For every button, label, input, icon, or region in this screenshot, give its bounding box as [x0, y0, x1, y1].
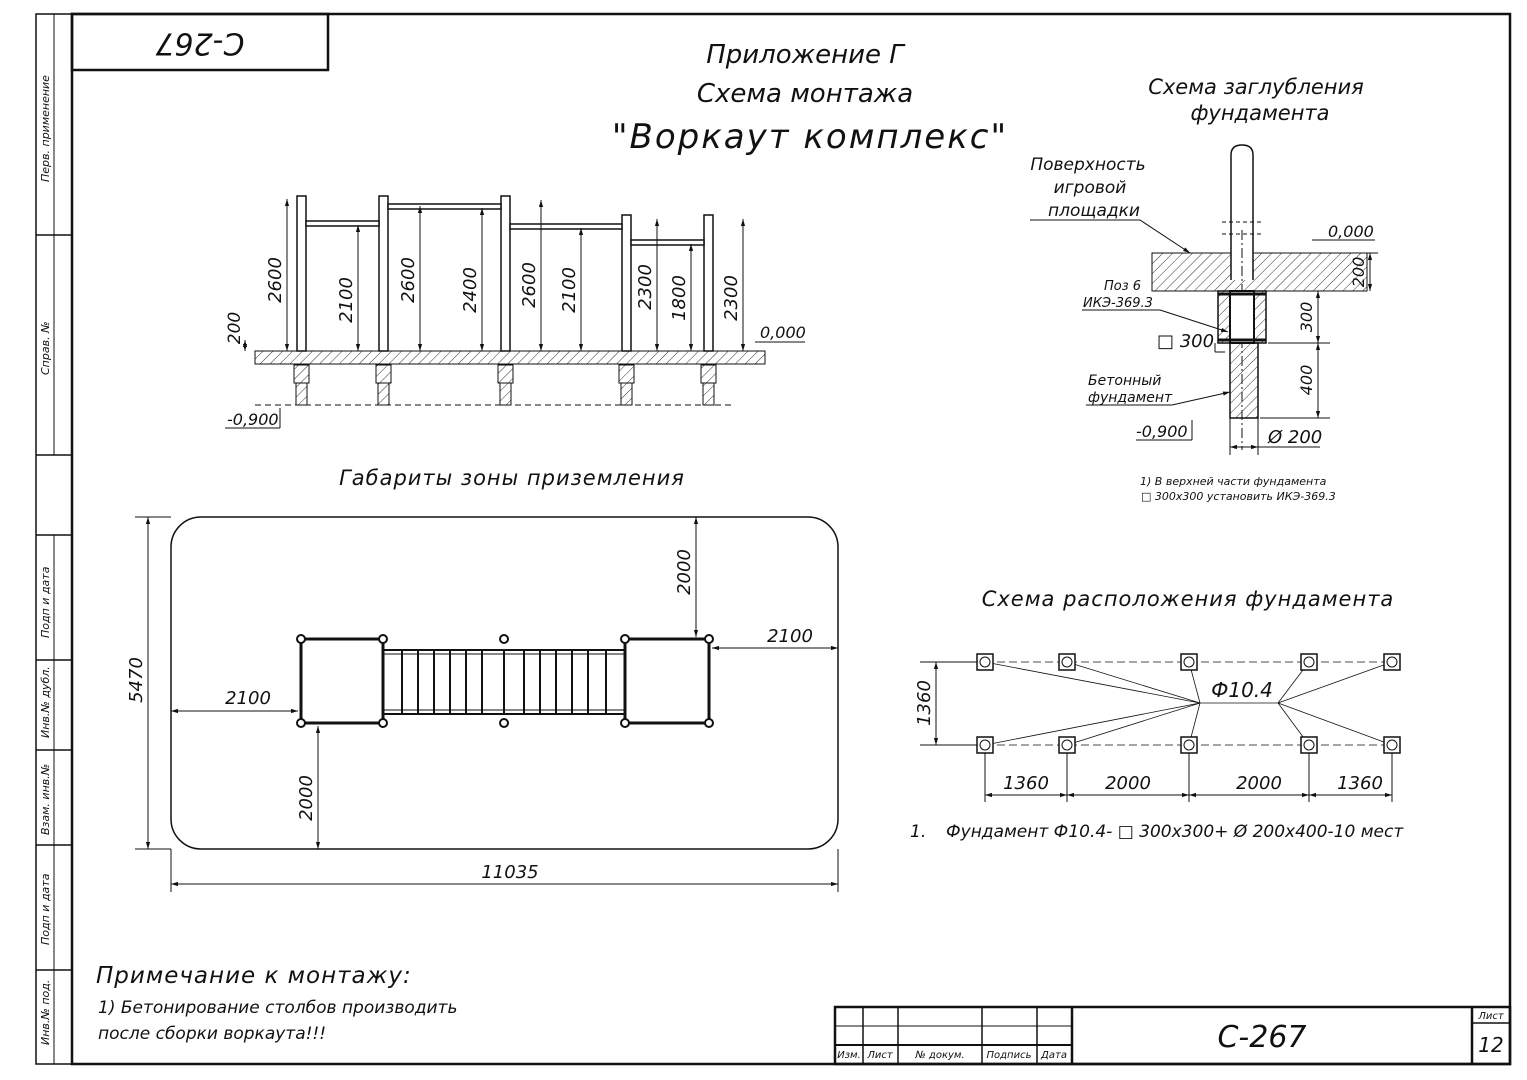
foundation-layout: Схема расположения фундамента Ф10.4 [910, 587, 1404, 842]
note-number: 1. [910, 822, 926, 842]
stamp-label: Подп и дата [39, 873, 52, 945]
height-dim: 2100 [559, 267, 580, 313]
dim-400: 400 [1297, 365, 1316, 396]
depth-level: -0,900 [227, 410, 279, 429]
depth-title-2: фундамента [1190, 101, 1329, 125]
col-spacing: 2000 [1105, 773, 1151, 794]
height-dim: 2100 [336, 277, 357, 323]
layout-title: Схема расположения фундамента [982, 587, 1395, 611]
pos-label-1: Поз 6 [1104, 279, 1141, 294]
ground-slab [254, 350, 766, 365]
dim-300: 300 [1297, 302, 1316, 333]
dim-200: 200 [1349, 257, 1368, 288]
surface-label-2: игровой [1054, 178, 1127, 198]
post [497, 195, 514, 406]
post [1230, 144, 1254, 280]
col-spacing: 1360 [1003, 773, 1049, 794]
title-line-1: Приложение Г [706, 40, 906, 70]
sheet-code: С-267 [1217, 1020, 1306, 1055]
bottom-margin: 2000 [296, 775, 317, 821]
rotated-sheet-code: С-267 [155, 26, 244, 61]
equipment-plan [296, 634, 714, 728]
concrete-foundation [1229, 342, 1259, 419]
stamp-label: Инв.№ дубл. [39, 666, 52, 738]
square-300: □ 300 [1157, 331, 1214, 352]
zone-width: 11035 [481, 862, 538, 883]
zone-height: 5470 [126, 657, 147, 703]
top-margin: 2000 [674, 549, 695, 595]
post [700, 214, 717, 406]
height-dim: 1800 [669, 275, 690, 321]
col-header: № докум. [914, 1050, 964, 1061]
crossbar [509, 223, 623, 230]
stamp-label: Подп и дата [39, 566, 52, 638]
note-line-1: 1) Бетонирование столбов производить [98, 998, 457, 1018]
stamp-label: Взам. инв.№ [39, 764, 52, 835]
height-dim: 2400 [460, 267, 481, 313]
depth-title-1: Схема заглубления [1148, 75, 1364, 99]
depth-scheme: Схема заглубления фундамента Поверхность… [1030, 75, 1378, 503]
right-margin: 2100 [767, 626, 813, 647]
depth-note-2: □ 300х300 установить ИКЭ-369.3 [1141, 490, 1336, 503]
row-spacing: 1360 [914, 680, 935, 726]
foundation-mark: Ф10.4 [1211, 678, 1273, 702]
post [293, 195, 310, 406]
crossbar [630, 239, 705, 246]
side-stamp: Перв. применение Справ. № Подп и дата Ин… [36, 14, 72, 1064]
surface-label-1: Поверхность [1030, 155, 1145, 175]
concrete-label-1: Бетонный [1088, 373, 1161, 389]
concrete-label-2: фундамент [1088, 390, 1173, 406]
height-dim: 2300 [721, 275, 742, 321]
diameter-200: Ø 200 [1267, 427, 1322, 448]
pos-label-2: ИКЭ-369.3 [1083, 296, 1153, 311]
zero-level: 0,000 [760, 323, 806, 342]
base-dim: 200 [225, 312, 245, 344]
main-title: Приложение Г Схема монтажа "Воркаут комп… [612, 40, 1008, 157]
crossbar [305, 220, 380, 227]
col-header: Лист [866, 1050, 894, 1061]
height-dim: 2600 [519, 262, 540, 308]
col-header: Подпись [987, 1050, 1032, 1061]
left-margin: 2100 [225, 688, 271, 709]
stamp-label: Перв. применение [39, 75, 52, 182]
surface-slab [1151, 252, 1368, 292]
footings [976, 653, 1401, 754]
note-line-2: после сборки воркаута!!! [98, 1024, 326, 1044]
height-dim: 2600 [398, 257, 419, 303]
title-line-3: "Воркаут комплекс" [612, 117, 1008, 157]
col-header: Изм. [837, 1050, 861, 1061]
col-header: Дата [1040, 1050, 1067, 1061]
sheet-number: 12 [1478, 1033, 1503, 1057]
elevation-view: 2600 2100 2600 2400 2600 2100 2300 1800 … [225, 195, 806, 429]
col-spacing: 1360 [1337, 773, 1383, 794]
depth-note-1: 1) В верхней части фундамента [1140, 475, 1327, 488]
title-line-2: Схема монтажа [697, 79, 913, 109]
col-spacing: 2000 [1236, 773, 1282, 794]
post [618, 214, 635, 406]
install-note: Примечание к монтажу: 1) Бетонирование с… [96, 963, 457, 1044]
landing-zone-outline [170, 516, 839, 850]
post [375, 195, 392, 406]
zero-level: 0,000 [1328, 222, 1374, 241]
height-dim: 2600 [265, 257, 286, 303]
note-heading: Примечание к монтажу: [96, 963, 412, 989]
surface-label-3: площадки [1048, 201, 1140, 221]
landing-title: Габариты зоны приземления [339, 466, 685, 490]
landing-zone-plan: Габариты зоны приземления [126, 466, 839, 892]
sheet-frame [35, 12, 1512, 1066]
stamp-label: Инв.№ под. [39, 980, 52, 1045]
title-block: Изм. Лист № докум. Подпись Дата С-267 Ли… [833, 1005, 1512, 1066]
foundation-note: Фундамент Ф10.4- □ 300х300+ Ø 200х400-10… [946, 822, 1404, 842]
depth-level: -0,900 [1136, 422, 1188, 441]
sheet-label: Лист [1477, 1011, 1505, 1022]
stamp-label: Справ. № [39, 321, 52, 375]
crossbar [387, 203, 502, 210]
rotated-code-box [70, 12, 330, 72]
height-dim: 2300 [635, 264, 656, 310]
